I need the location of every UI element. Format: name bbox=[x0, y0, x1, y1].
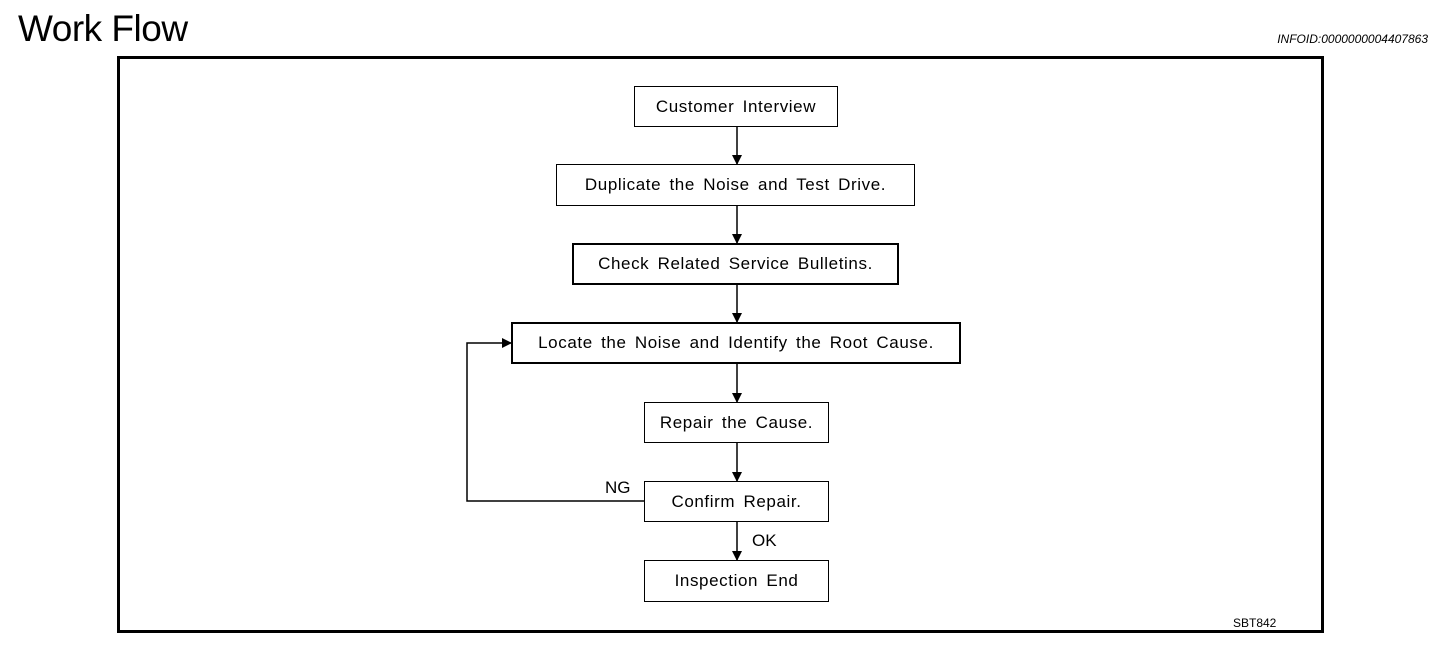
step-confirm-repair: Confirm Repair. bbox=[644, 481, 829, 522]
label-ok: OK bbox=[752, 531, 777, 550]
page-title: Work Flow bbox=[18, 8, 188, 49]
step-duplicate-noise: Duplicate the Noise and Test Drive. bbox=[556, 164, 915, 206]
info-id: INFOID:0000000004407863 bbox=[1277, 32, 1428, 46]
label-ng: NG bbox=[605, 478, 631, 497]
step-check-bulletins: Check Related Service Bulletins. bbox=[572, 243, 899, 285]
arrow-ng-loop bbox=[466, 338, 644, 502]
figure-id: SBT842 bbox=[1233, 616, 1277, 630]
step-locate-noise: Locate the Noise and Identify the Root C… bbox=[511, 322, 961, 364]
diagram-frame bbox=[117, 56, 1324, 633]
step-repair-cause: Repair the Cause. bbox=[644, 402, 829, 443]
step-customer-interview: Customer Interview bbox=[634, 86, 838, 127]
step-inspection-end: Inspection End bbox=[644, 560, 829, 602]
